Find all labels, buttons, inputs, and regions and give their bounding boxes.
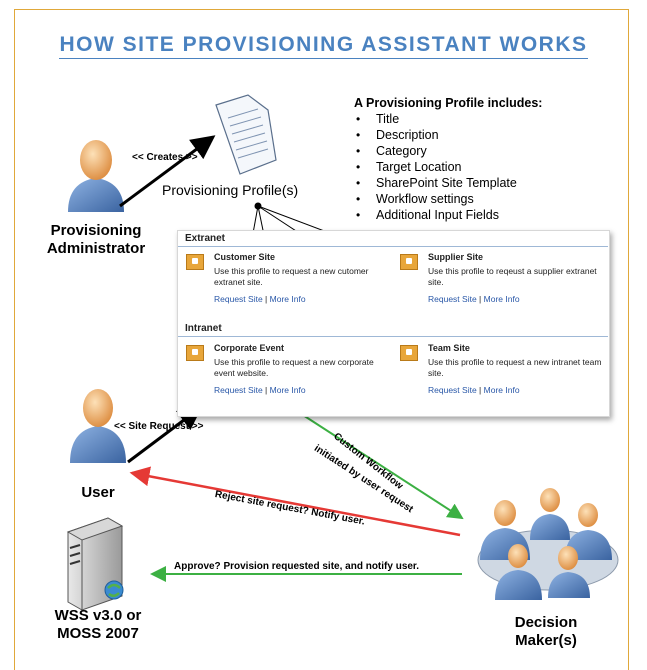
- card-links: Request Site | More Info: [214, 385, 386, 395]
- card-description: Use this profile to request a new intran…: [428, 357, 602, 378]
- reject-arrow: [129, 466, 461, 537]
- sharepoint-profiles-panel: Extranet Customer Site Use this profile …: [177, 230, 610, 417]
- site-icon: [400, 254, 418, 270]
- admin-label: Provisioning Administrator: [30, 222, 162, 258]
- includes-item: Target Location: [356, 159, 542, 175]
- admin-person-icon: [68, 140, 124, 212]
- request-site-link[interactable]: Request Site: [428, 385, 477, 395]
- more-info-link[interactable]: More Info: [483, 294, 520, 304]
- server-icon: [66, 517, 124, 611]
- decision-label-line: Maker(s): [515, 632, 577, 649]
- site-request-edge-label: << Site Request >>: [114, 421, 204, 432]
- card-description: Use this profile to request a new cutome…: [214, 266, 369, 287]
- corporate-event-card: Corporate Event Use this profile to requ…: [186, 343, 386, 395]
- card-description: Use this profile to request a new corpor…: [214, 357, 374, 378]
- includes-item: Workflow settings: [356, 191, 542, 207]
- decision-makers-icon: [477, 488, 619, 600]
- diagram-frame: [14, 9, 629, 670]
- intranet-section-label: Intranet: [185, 323, 222, 334]
- supplier-site-card: Supplier Site Use this profile to reqeus…: [400, 252, 600, 304]
- extranet-divider: [178, 246, 608, 247]
- team-site-card: Team Site Use this profile to request a …: [400, 343, 602, 395]
- site-request-arrow: [127, 406, 203, 464]
- server-label-line: MOSS 2007: [57, 625, 139, 642]
- server-label-line: WSS v3.0 or: [54, 607, 142, 624]
- profile-includes: A Provisioning Profile includes: Title D…: [354, 96, 542, 223]
- includes-heading: A Provisioning Profile includes:: [354, 96, 543, 110]
- admin-label-line: Administrator: [46, 240, 146, 257]
- admin-label-line: Provisioning: [50, 222, 142, 239]
- decision-label-line: Decision: [514, 614, 578, 631]
- site-icon: [186, 254, 204, 270]
- user-label: User: [81, 484, 115, 501]
- card-title: Supplier Site: [428, 252, 484, 262]
- card-title: Customer Site: [214, 252, 276, 262]
- includes-item: Description: [356, 127, 542, 143]
- includes-item: Additional Input Fields: [356, 207, 542, 223]
- customer-site-card: Customer Site Use this profile to reques…: [186, 252, 386, 304]
- site-icon: [400, 345, 418, 361]
- includes-item: Category: [356, 143, 542, 159]
- card-title: Team Site: [428, 343, 470, 353]
- request-site-link[interactable]: Request Site: [214, 385, 263, 395]
- request-site-link[interactable]: Request Site: [214, 294, 263, 304]
- diagram-title: HOW SITE PROVISIONING ASSISTANT WORKS: [0, 33, 647, 59]
- approve-edge-label: Approve? Provision requested site, and n…: [174, 561, 420, 572]
- site-icon: [186, 345, 204, 361]
- creates-edge-label: << Creates >>: [132, 152, 198, 163]
- link-separator: |: [479, 385, 482, 395]
- more-info-link[interactable]: More Info: [269, 294, 306, 304]
- card-links: Request Site | More Info: [428, 385, 600, 395]
- card-links: Request Site | More Info: [428, 294, 600, 304]
- link-separator: |: [265, 294, 268, 304]
- card-links: Request Site | More Info: [214, 294, 386, 304]
- intranet-divider: [178, 336, 608, 337]
- request-site-link[interactable]: Request Site: [428, 294, 477, 304]
- includes-item: SharePoint Site Template: [356, 175, 542, 191]
- more-info-link[interactable]: More Info: [269, 385, 306, 395]
- link-separator: |: [479, 294, 482, 304]
- profile-label: Provisioning Profile(s): [162, 182, 299, 198]
- includes-list: Title Description Category Target Locati…: [354, 111, 542, 223]
- extranet-section-label: Extranet: [185, 233, 226, 244]
- link-separator: |: [265, 385, 268, 395]
- more-info-link[interactable]: More Info: [483, 385, 520, 395]
- creates-arrow: [119, 135, 216, 208]
- decision-label: Decision Maker(s): [490, 614, 602, 650]
- card-title: Corporate Event: [214, 343, 285, 353]
- user-person-icon: [70, 389, 126, 463]
- document-icon: [215, 94, 277, 175]
- server-label: WSS v3.0 or MOSS 2007: [34, 607, 162, 643]
- card-description: Use this profile to reqeust a supplier e…: [428, 266, 597, 287]
- includes-item: Title: [356, 111, 542, 127]
